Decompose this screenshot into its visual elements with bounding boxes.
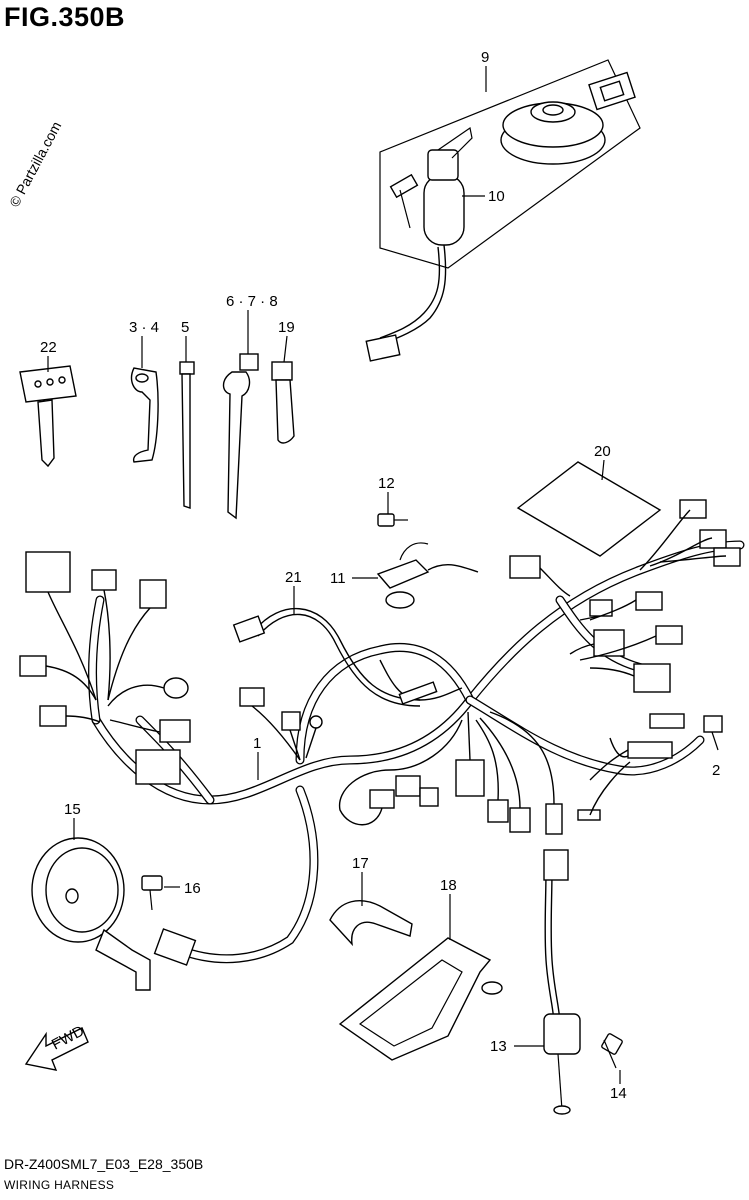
- callout-14: 14: [610, 1085, 627, 1102]
- cable-tie[interactable]: [179, 361, 195, 509]
- right-connector-i[interactable]: [633, 663, 671, 693]
- callout-13: 13: [490, 1038, 507, 1055]
- callout-15: 15: [64, 801, 81, 818]
- right-connector-f[interactable]: [635, 591, 663, 611]
- left-connector-d[interactable]: [139, 579, 167, 609]
- mid-connector-f[interactable]: [455, 759, 485, 797]
- figure-caption: WIRING HARNESS: [4, 1178, 115, 1192]
- callout-11: 11: [330, 570, 346, 587]
- left-connector-f[interactable]: [159, 719, 191, 743]
- right-connector-d[interactable]: [509, 555, 541, 579]
- left-connector-g[interactable]: [91, 569, 117, 591]
- neutral-switch-11[interactable]: [376, 542, 479, 609]
- callout-18: 18: [440, 877, 457, 894]
- adhesive-sheet[interactable]: [516, 461, 662, 557]
- forward-arrow: [24, 1027, 89, 1071]
- right-connector-h[interactable]: [655, 625, 683, 645]
- left-connector-e[interactable]: [163, 677, 189, 699]
- callout-labels: 9 10 22 3 · 4 5 6 · 7 · 8 19 20 12 11 21…: [40, 49, 720, 1102]
- callout-10: 10: [488, 188, 505, 205]
- mid-connector-d[interactable]: [395, 775, 421, 797]
- right-connector-g[interactable]: [593, 629, 625, 657]
- figure-title: FIG.350B: [4, 2, 126, 32]
- mid-connector-c[interactable]: [369, 789, 395, 809]
- right-connector-b[interactable]: [699, 529, 727, 549]
- horn-bolt[interactable]: [141, 875, 163, 911]
- callout-16: 16: [184, 880, 201, 897]
- right-connector-l[interactable]: [577, 809, 601, 821]
- ignition-switch[interactable]: [389, 126, 473, 246]
- mid-connector-a[interactable]: [239, 687, 265, 707]
- callout-9: 9: [481, 49, 489, 66]
- switch-screw[interactable]: [601, 1033, 623, 1069]
- ignition-kit-box: [365, 59, 641, 362]
- ground-terminal[interactable]: [309, 715, 323, 729]
- callout-19: 19: [278, 319, 295, 336]
- relay-connector[interactable]: [25, 551, 71, 593]
- ignition-cable: [381, 244, 447, 345]
- rear-brake-switch[interactable]: [543, 849, 581, 1115]
- left-connector-a[interactable]: [19, 655, 47, 677]
- mid-connector-h[interactable]: [509, 807, 531, 833]
- horn-connector[interactable]: [153, 928, 197, 966]
- clamp-band[interactable]: [222, 353, 259, 520]
- bracket-18[interactable]: [338, 937, 503, 1061]
- clamp[interactable]: [130, 367, 159, 463]
- fuel-cap[interactable]: [500, 101, 606, 165]
- callout-21: 21: [285, 569, 302, 586]
- callout-20: 20: [594, 443, 611, 460]
- right-connector-a[interactable]: [679, 499, 707, 519]
- mid-connector-b[interactable]: [281, 711, 301, 731]
- callout-17: 17: [352, 855, 369, 872]
- callout-5: 5: [181, 319, 189, 336]
- fuse[interactable]: [703, 715, 723, 733]
- right-connector-k[interactable]: [649, 713, 685, 729]
- ignition-connector[interactable]: [588, 71, 636, 111]
- right-connectors: [509, 499, 741, 821]
- callout-1: 1: [253, 735, 261, 752]
- wire-guide[interactable]: [271, 361, 295, 444]
- callout-2: 2: [712, 762, 720, 779]
- mid-connector-g[interactable]: [487, 799, 509, 823]
- wire-cover-17[interactable]: [329, 900, 413, 947]
- callout-3-4: 3 · 4: [129, 319, 159, 336]
- drawing-code: DR-Z400SML7_E03_E28_350B: [4, 1156, 204, 1172]
- callout-6-7-8: 6 · 7 · 8: [226, 293, 278, 310]
- callout-leaders: [47, 66, 719, 1084]
- callout-12: 12: [378, 475, 395, 492]
- sub-harness-21[interactable]: [232, 608, 421, 707]
- key-blank[interactable]: [19, 365, 77, 468]
- mid-connector-i[interactable]: [545, 803, 563, 835]
- screw-12[interactable]: [377, 513, 408, 527]
- callout-22: 22: [40, 339, 57, 356]
- left-connector-b[interactable]: [39, 705, 67, 727]
- middle-connectors: [239, 659, 563, 835]
- mid-connector-e[interactable]: [419, 787, 439, 807]
- right-connector-j[interactable]: [627, 741, 673, 759]
- left-connector-c[interactable]: [135, 749, 181, 785]
- left-connectors: [19, 551, 191, 785]
- ignition-cable-connector[interactable]: [365, 334, 401, 362]
- horn[interactable]: [31, 837, 151, 991]
